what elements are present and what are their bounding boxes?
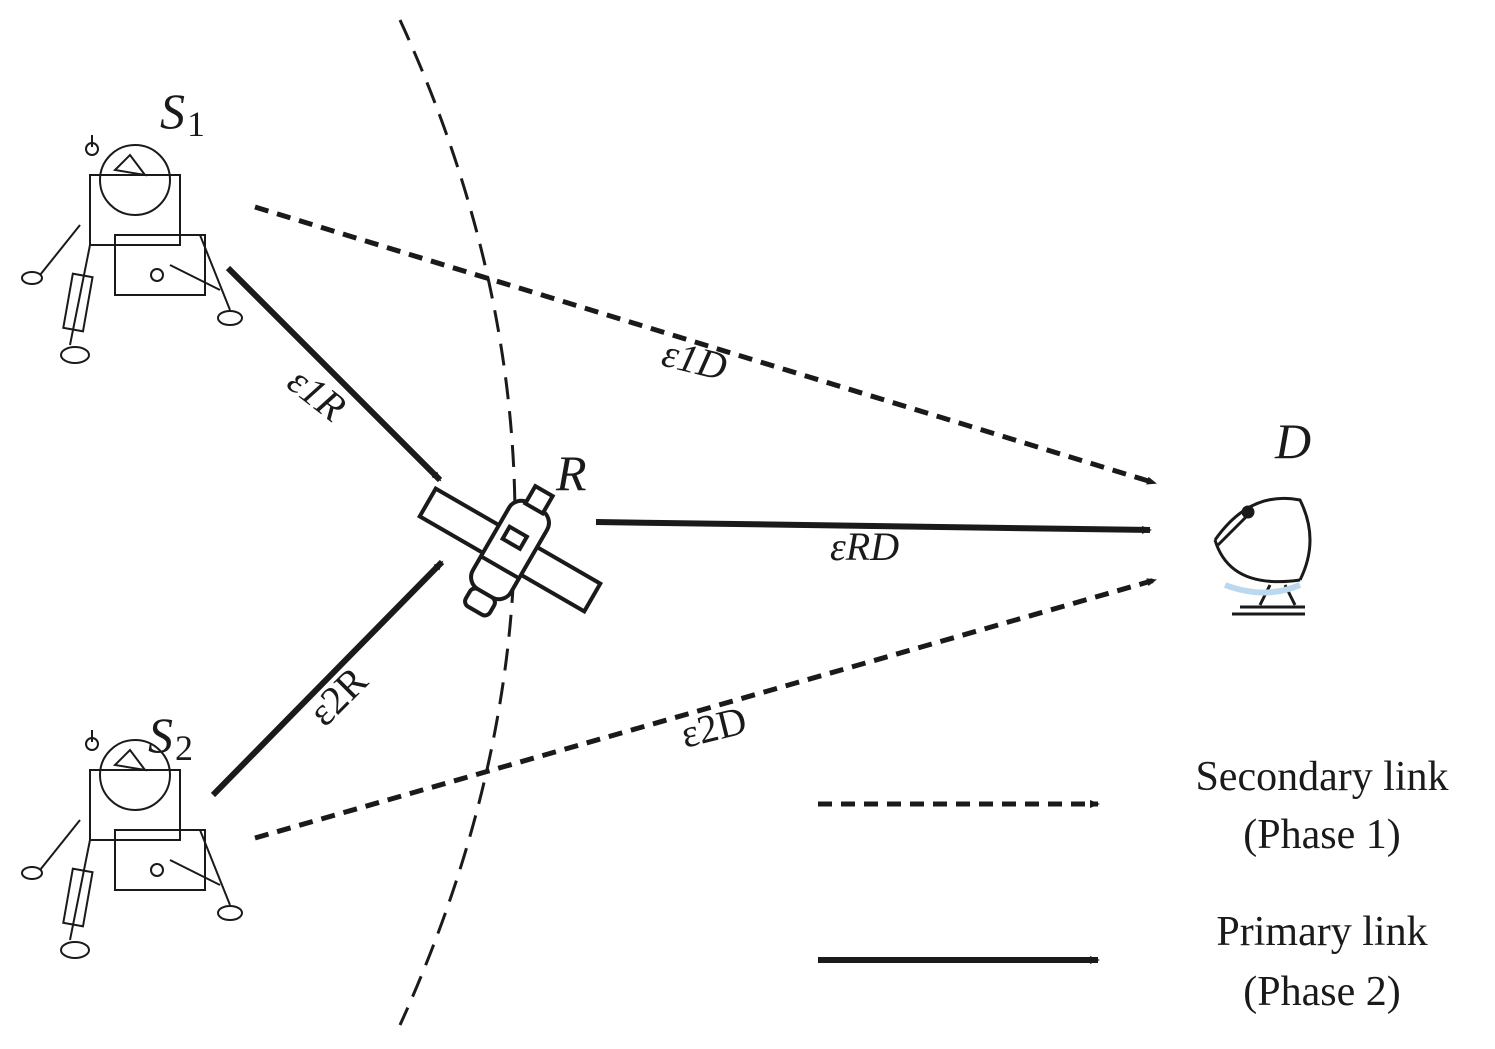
link-s1-r [225,265,443,483]
link-label-e2d: ε2D [676,697,751,757]
link-label-e1d: ε1D [658,330,732,389]
link-label-e2r: ε2R [300,657,377,734]
dish-antenna-icon [1213,496,1312,616]
link-s1-d [254,204,1157,486]
link-s2-d [254,577,1157,841]
s1-label: S1 [160,83,205,144]
s1-lander-icon [21,135,243,364]
link-s2-r [210,559,445,798]
link-label-erd: εRD [830,524,899,569]
link-label-e1r: ε1R [279,358,354,431]
link-r-d [595,519,1152,534]
legend-primary-line2: (Phase 2) [1243,969,1400,1015]
legend-secondary-line1: Secondary link [1195,754,1448,800]
dest-label: D [1274,413,1311,469]
legend-primary-line1: Primary link [1216,909,1427,955]
relay-label: R [555,445,587,501]
satellite-relay-icon [416,483,604,618]
s2-label: S2 [148,707,193,768]
legend-secondary-line2: (Phase 1) [1243,812,1400,858]
s2-lander-icon [21,730,243,959]
